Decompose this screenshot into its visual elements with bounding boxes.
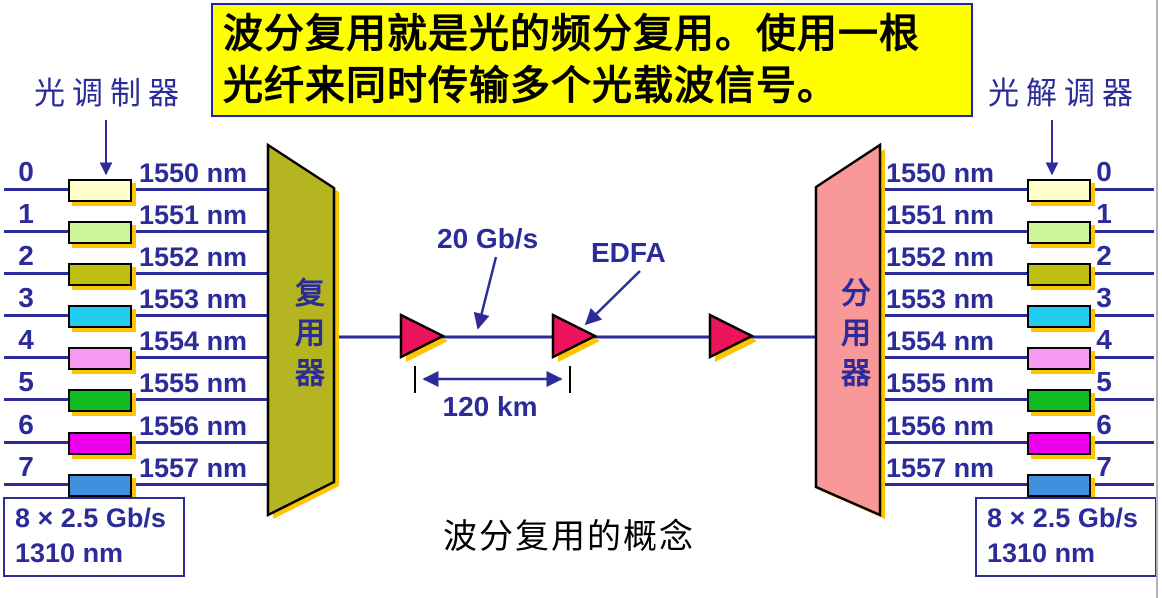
wavelength-label: 1551 nm xyxy=(139,200,248,230)
channel-line xyxy=(880,441,1154,444)
demodulator-box xyxy=(1027,221,1091,244)
bitrate-arrow xyxy=(473,256,498,330)
channel-number: 4 xyxy=(1096,324,1112,355)
channel-line xyxy=(4,356,268,359)
mux-label: 复用器 xyxy=(290,277,323,397)
channel-line xyxy=(880,483,1154,486)
wavelength-label: 1550 nm xyxy=(139,158,248,188)
channel-line xyxy=(4,398,268,401)
wavelength-label: 1553 nm xyxy=(139,284,248,314)
amplifier-icon xyxy=(708,312,755,360)
wavelength-label: 1554 nm xyxy=(886,326,995,356)
channel-number: 6 xyxy=(18,409,34,440)
modulator-box xyxy=(68,474,132,497)
channel-line xyxy=(880,272,1154,275)
multiplexer-shape xyxy=(266,142,336,518)
demodulator-box xyxy=(1027,179,1091,202)
channel-number: 5 xyxy=(18,366,34,397)
demodulator-box xyxy=(1027,432,1091,455)
modulator-box xyxy=(68,179,132,202)
channel-line xyxy=(4,314,268,317)
demodulator-box xyxy=(1027,263,1091,286)
modulator-label: 光调制器 xyxy=(34,76,186,111)
modulator-box xyxy=(68,263,132,286)
channel-line xyxy=(880,356,1154,359)
amplifier-icon xyxy=(551,312,598,360)
channel-line xyxy=(880,398,1154,401)
channel-number: 3 xyxy=(18,282,34,313)
channel-number: 7 xyxy=(18,451,34,482)
title-banner: 波分复用就是光的频分复用。使用一根 光纤来同时传输多个光载波信号。 xyxy=(211,3,973,117)
channel-number: 2 xyxy=(1096,240,1112,271)
channel-number: 6 xyxy=(1096,409,1112,440)
wavelength-label: 1555 nm xyxy=(139,368,248,398)
wavelength-label: 1556 nm xyxy=(139,411,248,441)
demodulator-box xyxy=(1027,305,1091,328)
channel-number: 2 xyxy=(18,240,34,271)
tributary-box-left: 8 × 2.5 Gb/s 1310 nm xyxy=(3,497,185,577)
bitrate-label: 20 Gb/s xyxy=(437,223,539,254)
channel-number: 3 xyxy=(1096,282,1112,313)
channel-number: 1 xyxy=(1096,198,1112,229)
channel-number: 0 xyxy=(18,156,34,187)
amplifier-icon xyxy=(399,312,446,360)
channel-line xyxy=(4,272,268,275)
channel-line xyxy=(4,441,268,444)
modulator-box xyxy=(68,347,132,370)
tributary-box-right: 8 × 2.5 Gb/s 1310 nm xyxy=(975,497,1157,577)
wavelength-label: 1551 nm xyxy=(886,200,995,230)
wavelength-label: 1555 nm xyxy=(886,368,995,398)
modulator-box xyxy=(68,221,132,244)
channel-line xyxy=(4,188,268,191)
channel-number: 0 xyxy=(1096,156,1112,187)
channel-line xyxy=(4,483,268,486)
edfa-arrow xyxy=(584,270,641,326)
wavelength-label: 1556 nm xyxy=(886,411,995,441)
wavelength-label: 1554 nm xyxy=(139,326,248,356)
demodulator-box xyxy=(1027,474,1091,497)
demodulator-box xyxy=(1027,389,1091,412)
edfa-label: EDFA xyxy=(591,237,666,268)
modulator-box xyxy=(68,305,132,328)
wavelength-label: 1553 nm xyxy=(886,284,995,314)
caption: 波分复用的概念 xyxy=(443,518,695,556)
channel-number: 1 xyxy=(18,198,34,229)
channel-number: 7 xyxy=(1096,451,1112,482)
channel-line xyxy=(880,188,1154,191)
channel-number: 4 xyxy=(18,324,34,355)
slide-edge-line xyxy=(1156,0,1158,598)
demultiplexer-shape xyxy=(814,142,882,517)
wavelength-label: 1557 nm xyxy=(886,453,995,483)
modulator-box xyxy=(68,432,132,455)
distance-label: 120 km xyxy=(442,391,538,422)
wavelength-label: 1550 nm xyxy=(886,158,995,188)
wavelength-label: 1552 nm xyxy=(139,242,248,272)
wavelength-label: 1557 nm xyxy=(139,453,248,483)
demodulator-box xyxy=(1027,347,1091,370)
channel-line xyxy=(4,230,268,233)
wavelength-label: 1552 nm xyxy=(886,242,995,272)
channel-line xyxy=(880,314,1154,317)
demux-label: 分用器 xyxy=(836,277,869,397)
demodulator-label: 光解调器 xyxy=(988,76,1140,111)
channel-line xyxy=(880,230,1154,233)
channel-number: 5 xyxy=(1096,366,1112,397)
modulator-box xyxy=(68,389,132,412)
